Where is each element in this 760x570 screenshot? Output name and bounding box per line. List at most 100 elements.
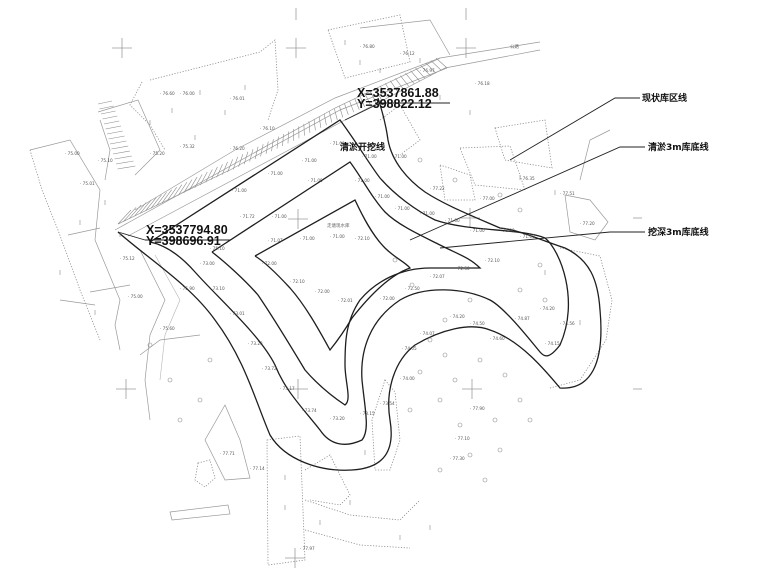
spot-elevation: · 72.10: [485, 258, 500, 263]
coord-top-pointer: [344, 102, 381, 121]
spot-elevation: · 74.05: [402, 346, 417, 351]
hatch-line: [364, 93, 371, 105]
survey-point: [502, 372, 508, 378]
spot-elevation: · 75.12: [120, 256, 135, 261]
spot-elevation: · 73.01: [230, 311, 245, 316]
spot-elevation: · 71.00: [330, 234, 345, 239]
hatch-line: [254, 146, 259, 160]
excavate-3m-leader: [439, 231, 645, 249]
survey-point: [452, 377, 458, 383]
grid-cross: [285, 548, 305, 568]
spot-elevation: · 76.01: [230, 96, 245, 101]
hatch-line: [271, 139, 274, 152]
hatch-line: [374, 88, 382, 100]
hatch-line: [105, 125, 122, 130]
hatch-line: [221, 161, 228, 175]
hatch-line: [282, 133, 284, 147]
spot-elevation: · 71.07: [268, 238, 283, 243]
spot-elevation: · 72.00: [262, 261, 277, 266]
spot-elevation: · 73.72: [262, 366, 277, 371]
spot-elevation: · 73.54: [380, 401, 395, 406]
spot-elevation: · 71.00: [272, 214, 287, 219]
dredge-3m-leader: [409, 146, 645, 241]
spot-elevation: · 71.00: [420, 211, 435, 216]
survey-point: [442, 352, 448, 358]
spot-elevation: · 77.14: [250, 466, 265, 471]
survey-point: [207, 357, 213, 363]
spot-elevation: · 73.23: [248, 341, 263, 346]
callout-existing-reservoir-line: 现状库区线: [642, 92, 687, 104]
leader-lines: [117, 97, 645, 249]
survey-point: [437, 467, 443, 473]
grid-cross: [288, 379, 308, 399]
hatch-line: [123, 207, 137, 222]
spot-elevation: · 77.30: [450, 456, 465, 461]
callout-dredge-excavation-line: 清淤开挖线: [340, 141, 385, 153]
callout-dredge-3m-bottom-line: 清淤3m库底线: [648, 141, 709, 153]
spot-elevation: · 76.18: [475, 81, 490, 86]
spot-elevation: · 71.00: [232, 188, 247, 193]
hatch-line: [415, 67, 426, 79]
survey-point: [517, 287, 523, 293]
hatch-line: [349, 100, 355, 113]
spot-elevation: · 71.00: [308, 178, 323, 183]
spot-elevation: · 71.00: [330, 141, 345, 146]
hatch-line: [112, 150, 131, 155]
spot-elevation: · 73.15: [360, 411, 375, 416]
spot-elevation: · 73.74: [302, 408, 317, 413]
spot-elevation: · 72.07: [430, 274, 445, 279]
spot-elevation: · 71.00: [500, 228, 515, 233]
hatch-line: [400, 75, 409, 87]
spot-elevation: · 76.10: [260, 126, 275, 131]
grid-cross: [456, 38, 476, 58]
survey-point: [167, 377, 173, 383]
spot-elevation: · 75.90: [180, 286, 195, 291]
callout-excavate-3m-bottom-line: 挖深3m库底线: [648, 226, 709, 238]
survey-point: [497, 447, 503, 453]
hatch-line: [354, 98, 360, 110]
hatch-line: [100, 110, 116, 115]
grid-crosses: [112, 8, 642, 568]
spot-elevation: · 73.00: [200, 261, 215, 266]
hatch-line: [161, 189, 172, 204]
hatch-line: [111, 145, 129, 150]
spot-elevation: · 75.00: [65, 151, 80, 156]
hatch-line: [313, 118, 316, 131]
hatch-line: [139, 199, 152, 214]
survey-point: [467, 297, 473, 303]
survey-point: [417, 369, 423, 375]
spot-elevation: · 74.20: [540, 306, 555, 311]
hatch-line: [287, 131, 289, 144]
existing-line-leader: [509, 97, 640, 161]
spot-elevation: · 73.20: [330, 416, 345, 421]
grid-cross: [116, 379, 136, 399]
spot-elevation: · 74.20: [450, 314, 465, 319]
grid-cross: [462, 379, 482, 399]
spot-elevation: · 72.00: [380, 296, 395, 301]
coordinate-label-top: X=3537861.88 Y=398822.12: [357, 86, 439, 111]
spot-elevation: · 77.90: [470, 406, 485, 411]
reservoir-name-label: 走塘现水库: [327, 222, 350, 229]
hatch-line: [102, 115, 118, 120]
hatch-line: [260, 144, 264, 157]
hatch-line: [359, 95, 366, 108]
hatch-line: [189, 176, 198, 191]
spot-elevation: · 72.50: [405, 286, 420, 291]
spot-elevation: · 77.97: [300, 546, 315, 551]
spot-elevation: · 71.00: [395, 206, 410, 211]
spot-elevation: · 77.20: [580, 221, 595, 226]
hatch-line: [117, 209, 132, 225]
coord-top-y: Y=398822.12: [357, 97, 432, 111]
design-lines: [117, 97, 602, 471]
hatch-line: [117, 165, 136, 170]
spot-elevation: · 71.00: [268, 171, 283, 176]
survey-point: [482, 477, 488, 483]
hatch-line: [379, 85, 387, 97]
parcel-boundaries: [29, 14, 613, 566]
spot-elevation: · 76.60: [160, 91, 175, 96]
survey-point: [492, 417, 498, 423]
survey-point: [417, 157, 423, 163]
coordinate-label-left: X=3537794.80 Y=398696.91: [146, 223, 228, 248]
hatch-line: [134, 202, 147, 217]
spot-elevation: · 72.10: [355, 236, 370, 241]
